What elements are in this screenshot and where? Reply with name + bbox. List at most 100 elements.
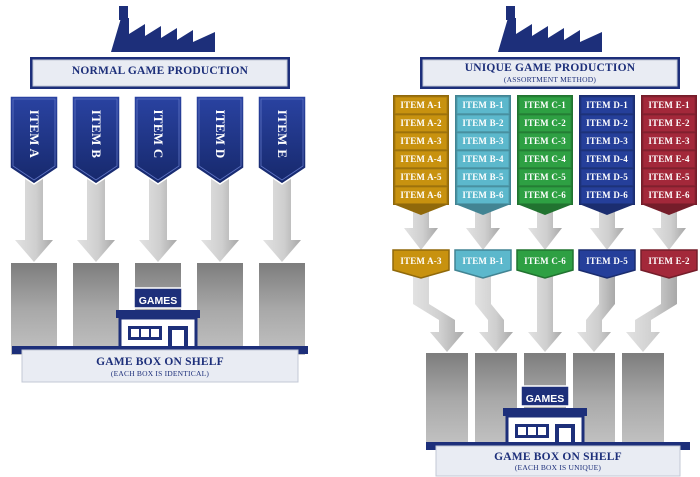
right-item-tile [580, 114, 634, 132]
right-item-label-2-0: ITEM C-1 [524, 100, 566, 111]
right-item-label-2-5: ITEM C-6 [524, 190, 566, 201]
right-item-tile [518, 96, 572, 114]
left-item-pennant-border [260, 98, 304, 181]
right-selected-tile [516, 249, 574, 279]
left-store-window-pane [131, 329, 139, 337]
right-item-label-1-5: ITEM B-6 [462, 190, 504, 201]
right-arrow-top [466, 192, 500, 250]
right-item-label-0-2: ITEM A-3 [400, 136, 442, 147]
left-banner-title: NORMAL GAME PRODUCTION [71, 65, 249, 77]
right-arrow-top [404, 192, 438, 250]
right-item-tile [580, 150, 634, 168]
right-arrow-top [590, 192, 624, 250]
right-arrow-top [528, 192, 562, 250]
right-item-tile [580, 96, 634, 114]
right-item-label-0-1: ITEM A-2 [400, 118, 442, 129]
right-item-label-4-0: ITEM E-1 [648, 100, 690, 111]
right-item-label-1-2: ITEM B-3 [462, 136, 504, 147]
right-shelf-panel [435, 445, 681, 477]
right-selected-label-0: ITEM A-3 [400, 256, 442, 266]
right-item-tile [642, 168, 696, 186]
right-item-label-2-2: ITEM C-3 [524, 136, 566, 147]
right-arrow-top [652, 192, 686, 250]
right-selected-label-1: ITEM B-1 [462, 256, 504, 266]
right-store-window-pane [528, 427, 536, 435]
right-item-label-1-1: ITEM B-2 [462, 118, 504, 129]
right-item-label-4-2: ITEM E-3 [648, 136, 690, 147]
left-arrow [201, 176, 239, 262]
right-selected-tile [454, 249, 512, 279]
right-item-label-0-0: ITEM A-1 [400, 100, 442, 111]
right-store-window-pane [518, 427, 526, 435]
right-banner-title: UNIQUE GAME PRODUCTION [464, 62, 636, 74]
right-item-tile [580, 132, 634, 150]
right-column-tip [455, 204, 511, 215]
left-item-label-4: ITEM E [275, 109, 290, 159]
right-item-tile [518, 150, 572, 168]
right-item-tile [518, 186, 572, 204]
left-arrow [15, 176, 53, 262]
left-store-window-pane [151, 329, 159, 337]
right-item-tile [394, 168, 448, 186]
right-item-label-4-4: ITEM E-5 [648, 172, 690, 183]
right-item-label-4-5: ITEM E-6 [648, 190, 690, 201]
left-item-label-3: ITEM D [213, 109, 228, 159]
right-item-tile [642, 132, 696, 150]
right-selected-label-4: ITEM E-2 [648, 256, 690, 266]
left-arrow [263, 176, 301, 262]
right-item-tile [580, 168, 634, 186]
right-item-tile [518, 132, 572, 150]
left-store-sign-bg [133, 287, 183, 309]
right-store-window-pane [538, 427, 546, 435]
left-item-label-0: ITEM A [27, 109, 42, 159]
left-shelf-title: GAME BOX ON SHELF [96, 356, 224, 368]
right-item-label-1-0: ITEM B-1 [462, 100, 504, 111]
right-column-tip [579, 204, 635, 215]
right-column-tip [393, 204, 449, 215]
right-arrow-bottom [475, 276, 513, 352]
left-item-pennant [133, 95, 183, 185]
right-selected-label-2: ITEM C-6 [524, 256, 566, 266]
right-store-sign: GAMES [525, 393, 565, 405]
right-item-label-3-3: ITEM D-4 [586, 154, 628, 165]
left-shelf-panel [21, 349, 299, 383]
right-selected-tile [392, 249, 450, 279]
right-item-tile [642, 150, 696, 168]
right-item-tile [580, 186, 634, 204]
right-item-label-2-1: ITEM C-2 [524, 118, 566, 129]
left-item-pennant [257, 95, 307, 185]
left-item-pennant [195, 95, 245, 185]
right-selected-label-3: ITEM D-5 [586, 256, 628, 266]
right-item-tile [642, 186, 696, 204]
left-item-pennant [9, 95, 59, 185]
right-item-tile [642, 114, 696, 132]
left-game-box [197, 263, 243, 355]
right-item-label-1-3: ITEM B-4 [462, 154, 504, 165]
left-item-pennant-border [136, 98, 180, 181]
right-store-roof [503, 408, 587, 416]
right-item-label-3-5: ITEM D-6 [586, 190, 628, 201]
right-item-tile [394, 132, 448, 150]
left-factory-icon [111, 18, 215, 52]
left-item-pennant-border [198, 98, 242, 181]
right-game-box [622, 353, 664, 445]
right-item-tile [456, 114, 510, 132]
left-chimney [119, 6, 128, 20]
right-column-tip [641, 204, 697, 215]
right-item-label-4-1: ITEM E-2 [648, 118, 690, 129]
left-item-label-2: ITEM C [151, 109, 166, 159]
right-item-tile [456, 96, 510, 114]
left-item-pennant [71, 95, 121, 185]
right-chimney [506, 6, 515, 20]
right-column-tip [517, 204, 573, 215]
right-selected-tile [640, 249, 698, 279]
right-banner [422, 59, 678, 87]
left-item-pennant-border [74, 98, 118, 181]
left-store-roof [116, 310, 200, 318]
right-item-tile [394, 96, 448, 114]
right-item-tile [642, 96, 696, 114]
right-item-tile [394, 186, 448, 204]
right-store-sign-bg [520, 385, 570, 407]
